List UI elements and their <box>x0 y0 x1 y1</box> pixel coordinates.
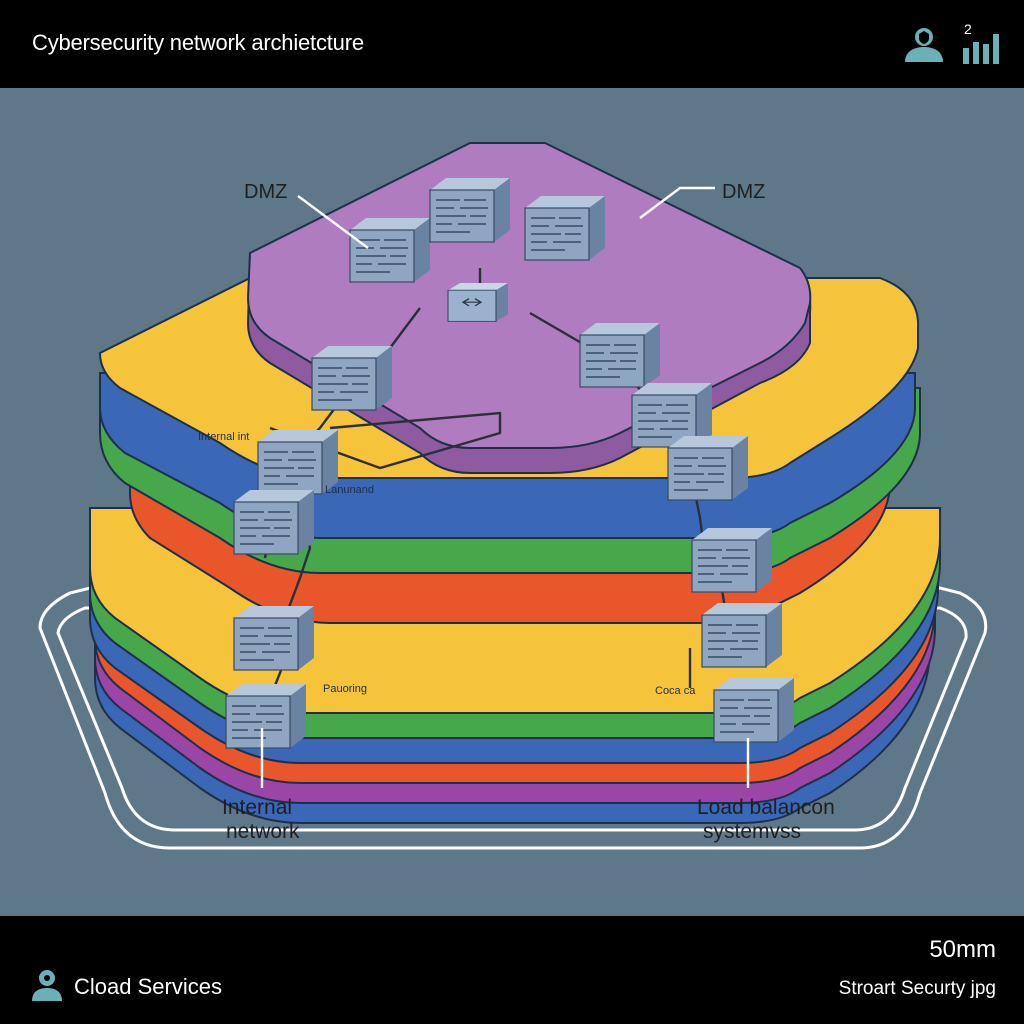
server-nodes <box>225 177 795 749</box>
callout-lines <box>260 186 750 788</box>
filename-label: Stroart Securty jpg <box>838 978 996 999</box>
dmz-label-right: DMZ <box>722 181 765 203</box>
header-bar: Cybersecurity network archietcture 2 <box>0 0 1024 88</box>
scale-label: 50mm <box>929 936 996 963</box>
layer-label: Lanunand <box>325 484 374 496</box>
badge-count: 2 <box>964 21 972 37</box>
server-node[interactable] <box>579 322 661 388</box>
page-title: Cybersecurity network archietcture <box>32 30 364 55</box>
network-layers-diagram: Internal int Lanunand Pauoring Coca ca D… <box>38 142 988 850</box>
server-node[interactable] <box>225 683 307 749</box>
load-balancing-label-2: systemvss <box>703 820 801 843</box>
boundary-rings <box>38 586 988 850</box>
server-node[interactable] <box>311 345 393 411</box>
user-shield-icon[interactable] <box>902 24 946 64</box>
server-node[interactable] <box>233 489 315 555</box>
server-node[interactable] <box>524 195 606 261</box>
firewall-switch[interactable] <box>447 283 508 322</box>
server-node[interactable] <box>233 605 315 671</box>
internal-network-label-2: network <box>226 820 300 843</box>
layer-label: Pauoring <box>323 683 367 695</box>
layer-label: Internal int <box>198 431 249 443</box>
server-node[interactable] <box>691 527 773 593</box>
server-node[interactable] <box>429 177 511 243</box>
server-node[interactable] <box>713 677 795 743</box>
server-node[interactable] <box>667 435 749 501</box>
internal-network-label: Internal <box>222 796 292 819</box>
server-node[interactable] <box>349 217 431 283</box>
dmz-label-left: DMZ <box>244 181 287 203</box>
cloud-user-icon[interactable] <box>30 968 64 1002</box>
server-node[interactable] <box>701 602 783 668</box>
diagram-canvas: Internal int Lanunand Pauoring Coca ca D… <box>0 88 1024 916</box>
layer-label: Coca ca <box>655 685 696 697</box>
cloud-services-label: Cload Services <box>74 974 222 999</box>
footer-bar: Cload Services 50mm Stroart Securty jpg <box>0 916 1024 1024</box>
bar-chart-icon[interactable]: 2 <box>958 20 1002 66</box>
load-balancing-label: Load balancon <box>697 796 835 819</box>
